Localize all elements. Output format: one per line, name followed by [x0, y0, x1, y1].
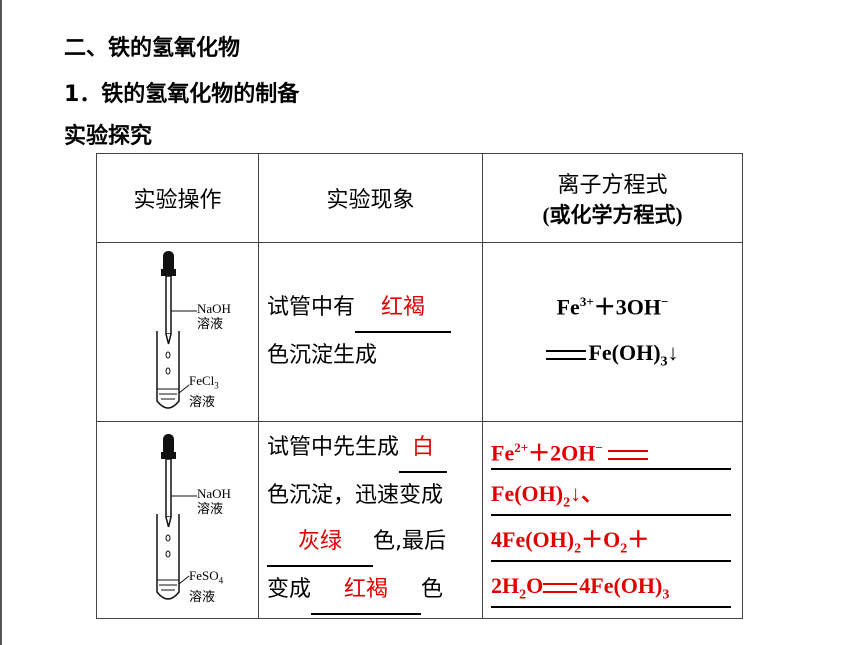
- answer-blank: 白: [399, 425, 448, 473]
- yields-sign: [608, 450, 649, 461]
- phenomenon-cell-1: 试管中有红褐 色沉淀生成: [258, 242, 483, 422]
- dropper-tube-illustration-icon: [156, 251, 197, 409]
- equation-line: 4Fe(OH)2＋O2＋: [491, 520, 731, 562]
- equation-line: Fe(OH)2↓、: [491, 474, 731, 516]
- yields-sign: [546, 349, 587, 360]
- equation-cell-1: Fe3+＋3OH− Fe(OH)3↓: [482, 242, 743, 422]
- answer-blank: 红褐: [311, 567, 422, 615]
- page-left-border: [0, 0, 2, 645]
- header-equation-line1: 离子方程式: [557, 173, 668, 198]
- equation-line: Fe2+＋2OH−: [491, 428, 731, 470]
- dropper-reagent-label: NaOH 溶液: [197, 301, 231, 331]
- header-operation: 实验操作: [96, 153, 259, 243]
- yields-sign: [543, 582, 578, 593]
- answer-blank: 灰绿: [267, 519, 373, 567]
- answer-blank: 红褐: [355, 285, 452, 333]
- header-equation: 离子方程式 (或化学方程式): [482, 153, 743, 243]
- apparatus-cell-1: NaOH 溶液 FeCl3 溶液: [96, 242, 259, 422]
- experiment-table: 实验操作 实验现象 离子方程式 (或化学方程式): [96, 153, 743, 619]
- apparatus-cell-2: NaOH 溶液 FeSO4 溶液: [96, 421, 259, 619]
- section-heading: 二、铁的氢氧化物: [64, 36, 241, 61]
- experiment-label: 实验探究: [64, 124, 153, 149]
- tube-reagent-label: FeCl3 溶液: [189, 373, 219, 409]
- dropper-tube-illustration-icon: [156, 434, 197, 600]
- dropper-reagent-label: NaOH 溶液: [197, 486, 231, 516]
- subsection-heading: 1．铁的氢氧化物的制备: [64, 82, 300, 107]
- header-phenomenon: 实验现象: [258, 153, 483, 243]
- phenomenon-cell-2: 试管中先生成白 色沉淀，迅速变成 灰绿色,最后 变成红褐色: [258, 421, 483, 619]
- header-equation-line2: (或化学方程式): [542, 203, 683, 227]
- tube-reagent-label: FeSO4 溶液: [189, 568, 224, 604]
